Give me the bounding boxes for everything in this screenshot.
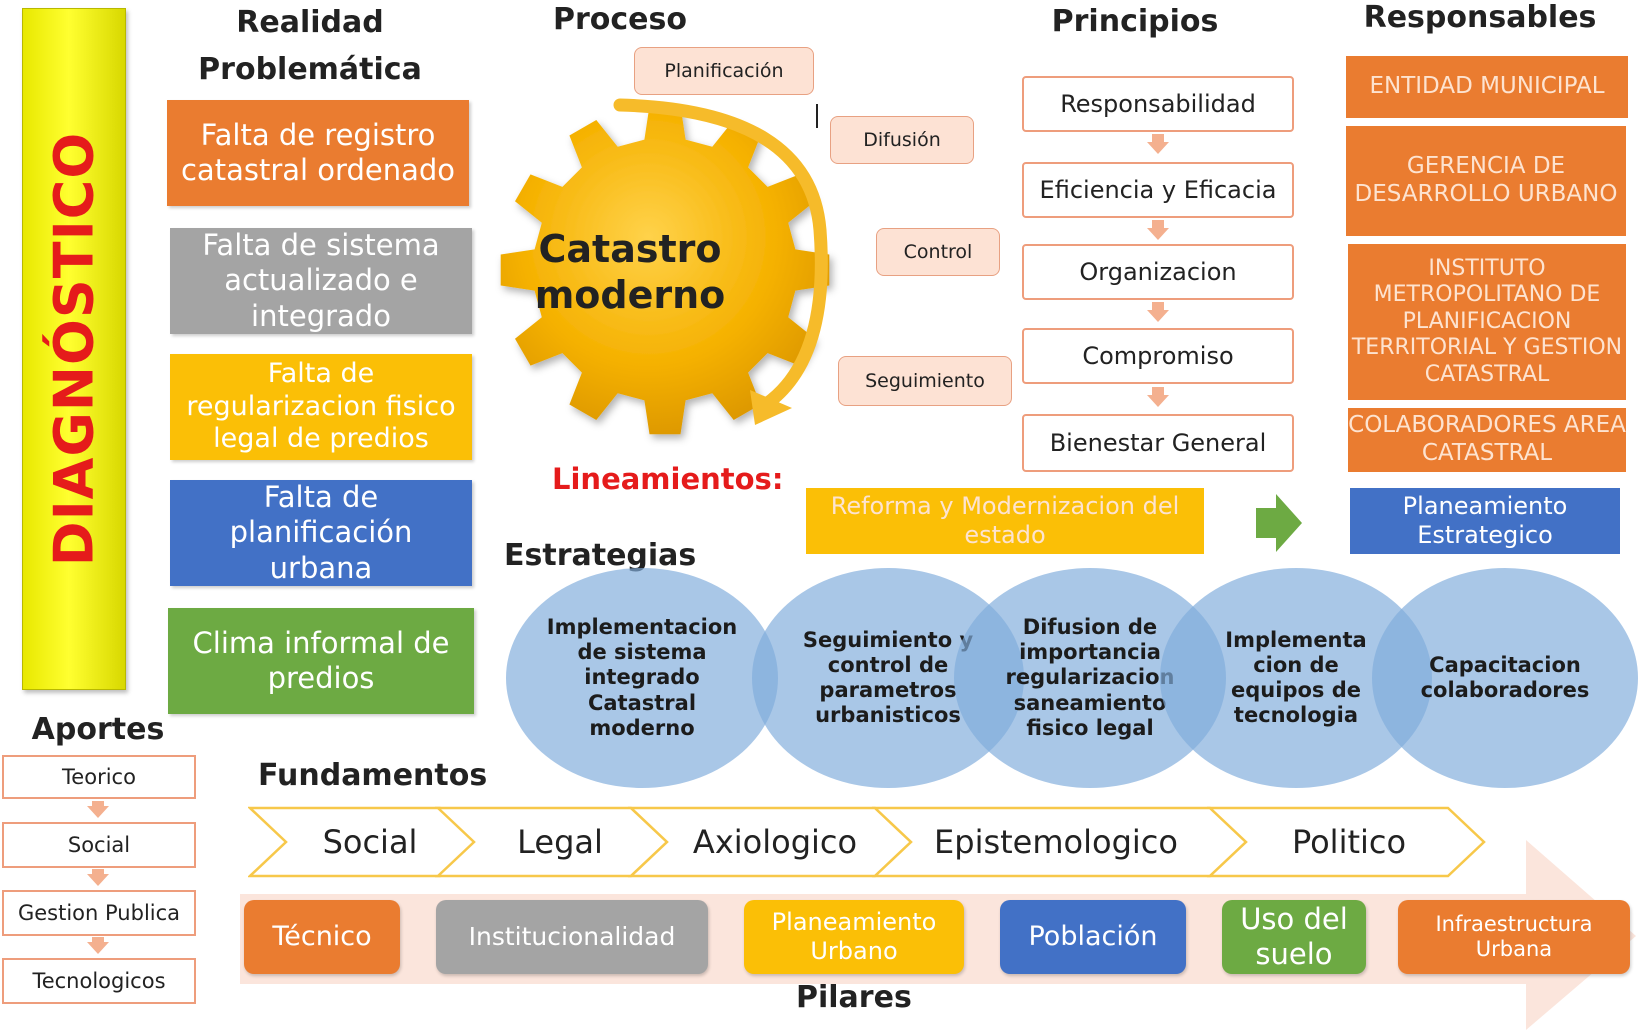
principio-arrow-3 (1147, 302, 1169, 322)
gear-label: Catastro moderno (534, 227, 726, 317)
principio-arrow-2 (1147, 220, 1169, 240)
principio-bienestar: Bienestar General (1022, 414, 1294, 472)
aportes-heading: Aportes (31, 712, 165, 747)
aporte-tecnologicos: Tecnologicos (2, 958, 196, 1004)
aporte-arrow-1 (87, 801, 109, 818)
fundamento-axiologico: Axiologico (692, 823, 858, 861)
diagnostico-label: DIAGNÓSTICO (42, 131, 106, 567)
gear-graphic (500, 98, 830, 435)
problema-regularizacion: Falta de regularizacion fisico legal de … (170, 354, 472, 460)
gear-icon (500, 105, 830, 435)
process-arrow-curve (613, 98, 828, 412)
responsable-instituto: INSTITUTO METROPOLITANO DE PLANIFICACION… (1348, 244, 1626, 400)
principio-responsabilidad: Responsabilidad (1022, 76, 1294, 132)
responsables-heading: Responsables (1363, 0, 1597, 35)
principio-eficiencia: Eficiencia y Eficacia (1022, 162, 1294, 218)
estrategias-heading: Estrategias (504, 538, 697, 573)
fundamento-social: Social (322, 823, 418, 861)
pilar-uso-suelo: Uso del suelo (1222, 900, 1366, 974)
problema-planificacion: Falta de planificación urbana (170, 480, 472, 586)
fundamento-legal: Legal (517, 823, 603, 861)
process-step-control: Control (876, 228, 1000, 276)
principio-arrow-1 (1147, 134, 1169, 154)
pilar-planeamiento: Planeamiento Urbano (744, 900, 964, 974)
pilar-poblacion: Población (1000, 900, 1186, 974)
principio-arrow-4 (1147, 387, 1169, 407)
cursor-mark (816, 104, 818, 128)
principio-organizacion: Organizacion (1022, 244, 1294, 300)
process-step-planificacion: Planificación (634, 47, 814, 95)
process-step-seguimiento: Seguimiento (838, 356, 1012, 406)
lineamiento-reforma: Reforma y Modernizacion del estado (806, 488, 1204, 554)
responsable-gerencia: GERENCIA DE DESARROLLO URBANO (1346, 126, 1626, 236)
fundamento-politico: Politico (1291, 823, 1407, 861)
aporte-gestion: Gestion Publica (2, 890, 196, 936)
aporte-arrow-3 (87, 937, 109, 954)
aporte-teorico: Teorico (2, 755, 196, 799)
fundamentos-heading: Fundamentos (258, 758, 488, 793)
aporte-social: Social (2, 822, 196, 868)
problema-clima: Clima informal de predios (168, 608, 474, 714)
pilar-institucionalidad: Institucionalidad (436, 900, 708, 974)
process-arrow-head (750, 390, 792, 425)
responsable-colaboradores: COLABORADORES AREA CATASTRAL (1348, 408, 1626, 472)
lineamientos-heading: Lineamientos: (552, 462, 784, 496)
fundamento-epistemologico: Epistemologico (934, 823, 1178, 861)
problema-registro: Falta de registro catastral ordenado (167, 100, 469, 206)
problema-sistema: Falta de sistema actualizado e integrado (170, 228, 472, 334)
pilares-heading: Pilares (796, 980, 912, 1015)
aporte-arrow-2 (87, 869, 109, 886)
process-step-difusion: Difusión (830, 116, 974, 164)
fundamentos-chevrons (248, 806, 1486, 878)
lineamiento-planeamiento: Planeamiento Estrategico (1350, 488, 1620, 554)
pilar-infraestructura: Infraestructura Urbana (1398, 900, 1630, 974)
estrategia-sistema: Implementacion de sistema integrado Cata… (506, 568, 778, 788)
realidad-heading: Realidad Problemática (198, 5, 422, 87)
pilar-tecnico: Técnico (244, 900, 400, 974)
principios-heading: Principios (1051, 4, 1219, 39)
responsable-entidad: ENTIDAD MUNICIPAL (1346, 56, 1628, 118)
diagnostico-bar: DIAGNÓSTICO (22, 8, 126, 690)
proceso-heading: Proceso (553, 2, 687, 37)
estrategia-capacitacion: Capacitacion colaboradores (1372, 568, 1638, 788)
principio-compromiso: Compromiso (1022, 328, 1294, 384)
lineamiento-arrow-icon (1256, 494, 1302, 552)
